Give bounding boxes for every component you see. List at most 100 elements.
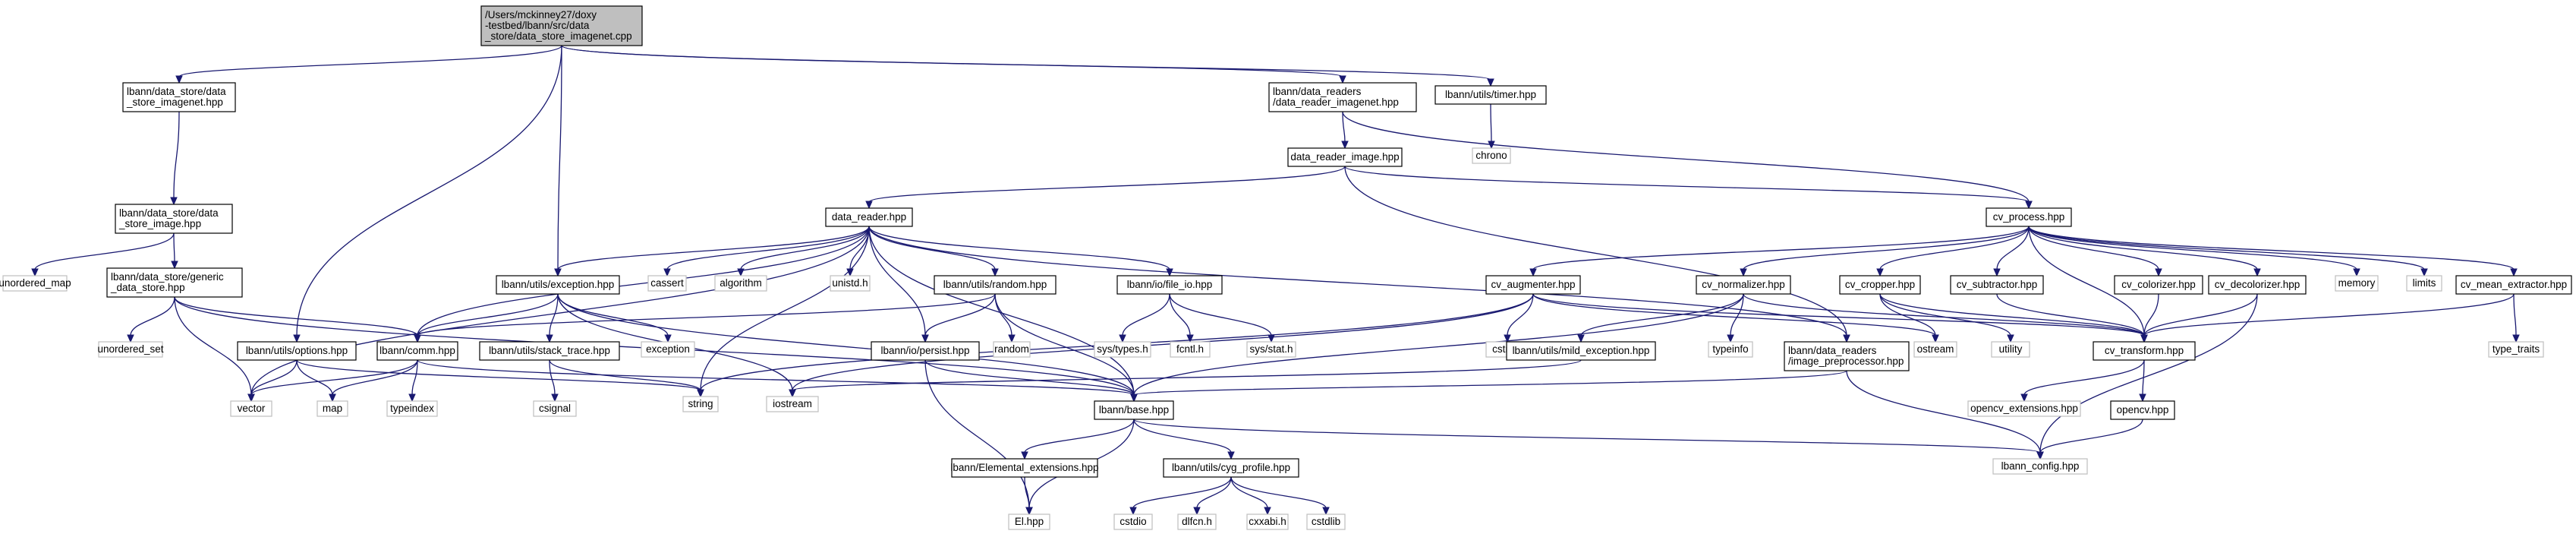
node-box bbox=[1992, 458, 2088, 475]
node-label: sys/types.h bbox=[1097, 343, 1148, 355]
node-cv-normalizer[interactable]: cv_normalizer.hpp bbox=[1696, 275, 1791, 295]
node-file-io[interactable]: lbann/io/file_io.hpp bbox=[1116, 275, 1223, 295]
node-label: _store_image.hpp bbox=[118, 218, 201, 229]
node-ds-image[interactable]: lbann/data_store/data_store_image.hpp bbox=[115, 204, 233, 234]
node-sys-types: sys/types.h bbox=[1094, 341, 1151, 358]
node-label: lbann/comm.hpp bbox=[379, 345, 455, 356]
node-box bbox=[1434, 85, 1547, 105]
node-random-hpp[interactable]: lbann/utils/random.hpp bbox=[934, 275, 1057, 295]
node-ds-imagenet[interactable]: lbann/data_store/data_store_imagenet.hpp bbox=[122, 82, 236, 112]
node-box bbox=[2, 275, 68, 292]
edge-cv_normalizer-to-typeinfo bbox=[1730, 293, 1744, 337]
node-box bbox=[1246, 341, 1296, 358]
node-root[interactable]: /Users/mckinney27/doxy-testbed/lbann/src… bbox=[480, 5, 643, 46]
edge-cyg_profile-to-cxxabi bbox=[1230, 476, 1268, 509]
node-cv-colorizer[interactable]: cv_colorizer.hpp bbox=[2114, 275, 2203, 295]
node-label: lbann/data_readers bbox=[1273, 86, 1362, 97]
node-box bbox=[1306, 513, 1346, 530]
edge-data_reader-to-cassert bbox=[666, 226, 870, 270]
edge-data_reader-to-base bbox=[868, 226, 1135, 396]
node-timer[interactable]: lbann/utils/timer.hpp bbox=[1434, 85, 1547, 105]
node-exception-std: exception bbox=[641, 341, 695, 358]
node-stack-trace[interactable]: lbann/utils/stack_trace.hpp bbox=[479, 341, 620, 361]
edge-options-to-string bbox=[296, 359, 701, 391]
node-comm[interactable]: lbann/comm.hpp bbox=[376, 341, 458, 361]
node-mild-exception[interactable]: lbann/utils/mild_exception.hpp bbox=[1506, 341, 1656, 361]
node-label: data_reader_image.hpp bbox=[1290, 151, 1399, 163]
node-label: chrono bbox=[1475, 150, 1507, 161]
node-string: string bbox=[682, 396, 719, 412]
arrowhead-data_reader-to-cassert bbox=[663, 268, 671, 277]
node-dr-imagenet[interactable]: lbann/data_readers/data_reader_imagenet.… bbox=[1268, 82, 1417, 112]
node-cyg-profile[interactable]: lbann/utils/cyg_profile.hpp bbox=[1163, 458, 1299, 478]
node-chrono: chrono bbox=[1472, 147, 1511, 164]
node-label: typeindex bbox=[390, 403, 434, 414]
node-box bbox=[1177, 513, 1217, 530]
node-limits: limits bbox=[2406, 275, 2442, 292]
node-box bbox=[2488, 341, 2544, 358]
edge-cv_process-to-cv_mean_extractor bbox=[2028, 226, 2515, 270]
node-data-reader[interactable]: data_reader.hpp bbox=[825, 207, 913, 227]
node-label: lbann/utils/mild_exception.hpp bbox=[1513, 345, 1650, 356]
edge-comm-to-typeindex bbox=[411, 359, 418, 396]
node-cv-mean-extractor[interactable]: cv_mean_extractor.hpp bbox=[2455, 275, 2572, 295]
node-box bbox=[1116, 275, 1223, 295]
edge-cv_decolorizer-to-lbann_config bbox=[2039, 293, 2258, 453]
node-label: vector bbox=[238, 403, 266, 414]
edge-cv_cropper-to-ostream bbox=[1879, 293, 1936, 337]
edge-data_reader-to-exception bbox=[557, 226, 870, 270]
node-cv-augmenter[interactable]: cv_augmenter.hpp bbox=[1485, 275, 1581, 295]
node-elemental-ext[interactable]: lbann/Elemental_extensions.hpp bbox=[950, 458, 1099, 478]
node-cv-decolorizer[interactable]: cv_decolorizer.hpp bbox=[2208, 275, 2307, 295]
arrowhead-opencv-to-lbann_config bbox=[2036, 451, 2044, 460]
edge-data_reader-to-persist bbox=[868, 226, 926, 337]
node-options[interactable]: lbann/utils/options.hpp bbox=[237, 341, 357, 361]
arrowhead-stack_trace-to-csignal bbox=[551, 393, 559, 403]
edge-persist-to-base bbox=[924, 359, 1135, 396]
node-cv-cropper[interactable]: cv_cropper.hpp bbox=[1839, 275, 1921, 295]
node-label: dlfcn.h bbox=[1182, 516, 1212, 527]
node-box bbox=[2110, 400, 2175, 420]
node-box bbox=[2335, 275, 2379, 292]
node-opencv[interactable]: opencv.hpp bbox=[2110, 400, 2175, 420]
node-label: lbann/utils/random.hpp bbox=[943, 279, 1047, 290]
node-label: cv_decolorizer.hpp bbox=[2215, 279, 2300, 290]
edge-data_reader-to-algorithm bbox=[740, 226, 870, 270]
node-label: cv_subtractor.hpp bbox=[1957, 279, 2038, 290]
node-dr-image[interactable]: data_reader_image.hpp bbox=[1287, 147, 1403, 167]
node-label: lbann/data_readers bbox=[1788, 345, 1877, 356]
node-box bbox=[115, 204, 233, 234]
node-box bbox=[496, 275, 620, 295]
node-lbann-config: lbann_config.hpp bbox=[1992, 458, 2088, 475]
edge-ds_generic-to-comm bbox=[174, 296, 418, 337]
node-sys-stat: sys/stat.h bbox=[1246, 341, 1296, 358]
edge-cv_process-to-cv_normalizer bbox=[1743, 226, 2030, 270]
edge-cv_normalizer-to-base bbox=[1133, 293, 1744, 396]
edge-cv_transform-to-opencv bbox=[2142, 359, 2145, 396]
arrowhead-cv_augmenter-to-cstring bbox=[1504, 334, 1511, 343]
node-label: lbann/utils/exception.hpp bbox=[502, 279, 615, 290]
arrowhead-elemental_ext-to-el bbox=[1025, 507, 1033, 516]
node-cv-transform[interactable]: cv_transform.hpp bbox=[2093, 341, 2196, 361]
node-cxxabi: cxxabi.h bbox=[1246, 513, 1289, 530]
node-base[interactable]: lbann/base.hpp bbox=[1094, 400, 1174, 420]
node-box bbox=[1986, 207, 2072, 227]
node-image-preprocessor[interactable]: lbann/data_readers/image_preprocessor.hp… bbox=[1784, 341, 1910, 371]
node-box bbox=[830, 275, 871, 292]
edge-cyg_profile-to-cstdlib bbox=[1230, 476, 1327, 509]
node-box bbox=[1246, 513, 1289, 530]
node-cv-process[interactable]: cv_process.hpp bbox=[1986, 207, 2072, 227]
edge-data_reader-to-random_hpp bbox=[868, 226, 996, 270]
node-persist[interactable]: lbann/io/persist.hpp bbox=[871, 341, 980, 361]
node-ds-generic[interactable]: lbann/data_store/generic_data_store.hpp bbox=[106, 267, 243, 298]
edge-persist-to-el bbox=[924, 359, 1030, 509]
edge-cv_colorizer-to-cv_transform bbox=[2143, 293, 2159, 337]
node-label: memory bbox=[2338, 277, 2376, 289]
edge-elemental_ext-to-el bbox=[1024, 476, 1030, 509]
edge-base-to-elemental_ext bbox=[1024, 419, 1135, 453]
node-cv-subtractor[interactable]: cv_subtractor.hpp bbox=[1950, 275, 2044, 295]
node-box bbox=[386, 400, 438, 417]
node-box bbox=[1506, 341, 1656, 361]
node-exception[interactable]: lbann/utils/exception.hpp bbox=[496, 275, 620, 295]
node-label: map bbox=[323, 403, 342, 414]
